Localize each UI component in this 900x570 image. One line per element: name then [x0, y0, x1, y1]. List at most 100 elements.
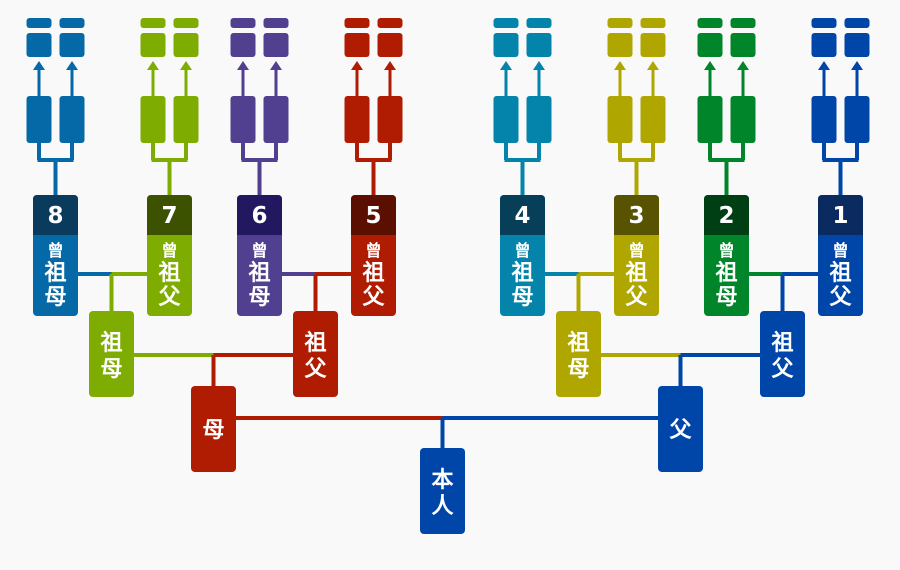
- gg-number: 4: [514, 203, 530, 229]
- arrow-up-icon: [237, 61, 249, 70]
- stub-box: [140, 33, 166, 57]
- parent-stub-box: [140, 96, 166, 143]
- mother-label: 母: [202, 418, 224, 443]
- parent-stub-box: [697, 96, 723, 143]
- gg-number: 2: [718, 203, 734, 229]
- stub-cap: [640, 18, 666, 28]
- gg-number: 5: [365, 203, 381, 229]
- maternal-grandfather-box: 祖 父: [293, 311, 338, 397]
- stub-box: [697, 33, 723, 57]
- stub-box: [263, 33, 289, 57]
- self-box: 本 人: [420, 448, 465, 534]
- stub-cap: [230, 18, 256, 28]
- gg-relation-char: 祖: [248, 261, 270, 286]
- gg-relation-char: 母: [44, 285, 66, 310]
- stub-cap: [263, 18, 289, 28]
- stub-cap: [493, 18, 519, 28]
- father-label: 父: [669, 418, 692, 443]
- parent-stub-box: [59, 96, 85, 143]
- stub-cap: [59, 18, 85, 28]
- ancestor-stub-8: [26, 18, 85, 195]
- arrow-up-icon: [818, 61, 830, 70]
- gg-relation-char: 父: [158, 285, 181, 310]
- stub-box: [59, 33, 85, 57]
- gg-number-band: [500, 195, 545, 235]
- stub-box: [26, 33, 52, 57]
- gg-relation-char: 父: [829, 285, 852, 310]
- parent-stub-box: [640, 96, 666, 143]
- parent-stub-box: [344, 96, 370, 143]
- ancestor-stub-7: [140, 18, 199, 195]
- arrow-up-icon: [500, 61, 512, 70]
- parent-row: 母 父: [191, 386, 703, 472]
- gg-relation-char: 祖: [715, 261, 737, 286]
- gg-relation-char: 祖: [362, 261, 384, 286]
- gg-relation-char: 祖: [511, 261, 533, 286]
- arrow-up-icon: [33, 61, 45, 70]
- paternal-grandfather-label-2: 父: [771, 357, 794, 382]
- gg-number: 3: [628, 203, 644, 229]
- parent-stub-box: [377, 96, 403, 143]
- parent-stub-box: [607, 96, 633, 143]
- paternal-grandfather-label-1: 祖: [771, 331, 793, 356]
- gg-relation-char: 父: [362, 285, 385, 310]
- stub-box: [230, 33, 256, 57]
- stub-cap: [173, 18, 199, 28]
- stub-cap: [140, 18, 166, 28]
- gg-number-band: [818, 195, 863, 235]
- ancestor-stub-4: [493, 18, 552, 195]
- parent-stub-box: [230, 96, 256, 143]
- arrow-up-icon: [66, 61, 78, 70]
- paternal-grandmother-box: 祖 母: [556, 311, 601, 397]
- gg-great-prefix: 曾: [832, 241, 848, 260]
- mother-box: 母: [191, 386, 236, 472]
- ancestor-stub-1: [811, 18, 870, 195]
- gg-number-band: [237, 195, 282, 235]
- parent-stub-box: [26, 96, 52, 143]
- stub-box: [640, 33, 666, 57]
- gg-relation-char: 祖: [44, 261, 66, 286]
- gg-number: 7: [161, 203, 177, 229]
- gg-relation-char: 母: [248, 285, 270, 310]
- gg-number: 8: [47, 203, 63, 229]
- stub-box: [344, 33, 370, 57]
- maternal-grandfather-label-1: 祖: [304, 331, 326, 356]
- arrow-up-icon: [384, 61, 396, 70]
- parent-stub-box: [173, 96, 199, 143]
- parent-stub-box: [263, 96, 289, 143]
- gg-number-band: [614, 195, 659, 235]
- gg-relation-char: 祖: [625, 261, 647, 286]
- tree-connectors: [78, 272, 818, 448]
- stub-box: [173, 33, 199, 57]
- gg-number-band: [33, 195, 78, 235]
- stub-cap: [697, 18, 723, 28]
- parent-stub-box: [844, 96, 870, 143]
- ancestor-stub-3: [607, 18, 666, 195]
- arrow-up-icon: [851, 61, 863, 70]
- ancestor-stub-6: [230, 18, 289, 195]
- parent-stub-box: [730, 96, 756, 143]
- arrow-up-icon: [533, 61, 545, 70]
- arrow-up-icon: [180, 61, 192, 70]
- arrow-up-icon: [351, 61, 363, 70]
- gg-number: 6: [251, 203, 267, 229]
- maternal-grandmother-label-1: 祖: [100, 331, 122, 356]
- arrow-up-icon: [704, 61, 716, 70]
- stub-box: [844, 33, 870, 57]
- self-label-2: 人: [431, 494, 453, 519]
- stub-box: [811, 33, 837, 57]
- parent-stub-box: [526, 96, 552, 143]
- gg-great-prefix: 曾: [718, 241, 734, 260]
- gg-number-band: [351, 195, 396, 235]
- paternal-grandmother-label-1: 祖: [567, 331, 589, 356]
- gg-relation-char: 父: [625, 285, 648, 310]
- gg-number-band: [147, 195, 192, 235]
- parent-stub-box: [493, 96, 519, 143]
- stub-box: [377, 33, 403, 57]
